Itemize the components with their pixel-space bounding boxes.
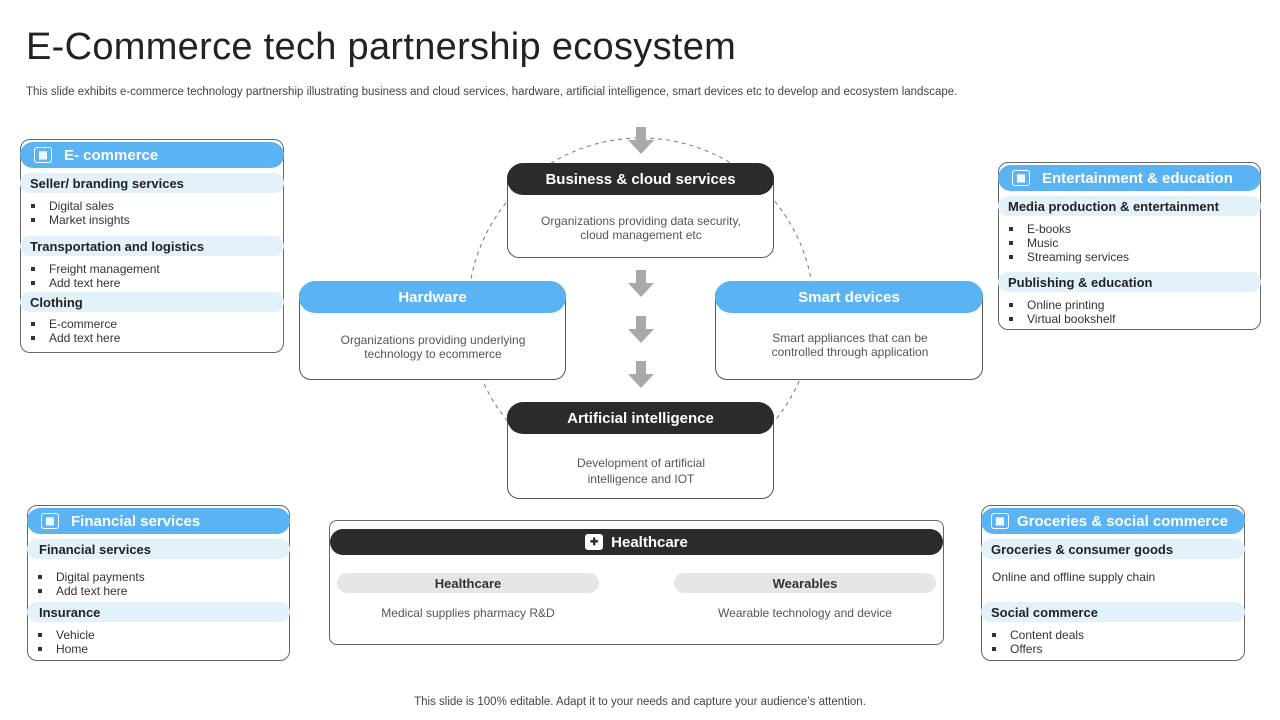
healthcare-column-text: Medical supplies pharmacy R&D: [381, 606, 555, 620]
chart-icon: ▦: [991, 513, 1009, 529]
list-item: Vehicle: [38, 628, 95, 642]
entertainment-header: ▦ Entertainment & education: [998, 165, 1261, 191]
healthcare-card: ✚ Healthcare Healthcare Medical supplies…: [329, 520, 944, 645]
healthcare-column-heading: Wearables: [674, 573, 936, 593]
smart-pill: Smart devices: [715, 281, 983, 313]
ai-desc: Development of artificial intelligence a…: [576, 456, 706, 486]
financial-group-list: Vehicle Home: [38, 628, 95, 656]
groceries-card: ▦ Groceries & social commerce Groceries …: [981, 505, 1245, 661]
financial-header: ▦ Financial services: [27, 508, 290, 534]
business-desc: Organizations providing data security, c…: [541, 214, 741, 242]
business-pill: Business & cloud services: [507, 163, 774, 195]
entertainment-group-list: E-books Music Streaming services: [1009, 222, 1129, 264]
down-arrow-icon: [628, 361, 654, 388]
list-item: Online printing: [1009, 298, 1116, 312]
healthcare-column-heading: Healthcare: [337, 573, 599, 593]
health-icon: ✚: [585, 534, 604, 550]
healthcare-column-text: Wearable technology and device: [718, 606, 892, 620]
ecommerce-group-list: Digital sales Market insights: [31, 199, 130, 227]
list-item: Offers: [992, 642, 1084, 656]
ecommerce-title: E- commerce: [64, 146, 159, 164]
entertainment-card: ▦ Entertainment & education Media produc…: [998, 162, 1261, 330]
list-item: Digital sales: [31, 199, 130, 213]
list-item: Digital payments: [38, 570, 145, 584]
footer-note: This slide is 100% editable. Adapt it to…: [414, 696, 866, 708]
down-arrow-icon: [628, 127, 654, 154]
ecommerce-group-heading: Seller/ branding services: [20, 173, 284, 193]
ecommerce-header: ▦ E- commerce: [20, 142, 284, 168]
list-item: Content deals: [992, 628, 1084, 642]
list-item: Freight management: [31, 262, 160, 276]
hardware-pill: Hardware: [299, 281, 566, 313]
down-arrow-icon: [628, 316, 654, 343]
financial-group-heading: Insurance: [27, 602, 290, 622]
financial-group-list: Digital payments Add text here: [38, 570, 145, 598]
ai-pill: Artificial intelligence: [507, 402, 774, 434]
cart-icon: ▦: [34, 147, 52, 163]
list-item: Home: [38, 642, 95, 656]
ecommerce-group-list: E-commerce Add text here: [31, 317, 120, 345]
list-item: Virtual bookshelf: [1009, 312, 1116, 326]
groceries-group-heading: Groceries & consumer goods: [981, 539, 1245, 559]
page-title: E-Commerce tech partnership ecosystem: [26, 26, 737, 68]
list-item: E-books: [1009, 222, 1129, 236]
entertainment-group-list: Online printing Virtual bookshelf: [1009, 298, 1116, 326]
groceries-header: ▦ Groceries & social commerce: [981, 508, 1245, 534]
entertainment-group-heading: Media production & entertainment: [998, 196, 1261, 216]
entertainment-title: Entertainment & education: [1042, 169, 1233, 187]
ecommerce-group-heading: Clothing: [20, 292, 284, 312]
entertainment-group-heading: Publishing & education: [998, 272, 1261, 292]
page-subtitle: This slide exhibits e-commerce technolog…: [26, 86, 958, 98]
financial-group-heading: Financial services: [27, 539, 290, 559]
smart-desc: Smart appliances that can be controlled …: [771, 331, 929, 359]
ecommerce-group-list: Freight management Add text here: [31, 262, 160, 290]
list-item: Streaming services: [1009, 250, 1129, 264]
healthcare-header: ✚ Healthcare: [330, 529, 943, 555]
list-item: Music: [1009, 236, 1129, 250]
list-item: Market insights: [31, 213, 130, 227]
healthcare-title: Healthcare: [611, 533, 688, 551]
ecommerce-group-heading: Transportation and logistics: [20, 236, 284, 256]
list-item: Add text here: [31, 276, 160, 290]
financial-title: Financial services: [71, 512, 201, 530]
hardware-desc: Organizations providing underlying techn…: [340, 333, 526, 361]
list-item: Add text here: [31, 331, 120, 345]
calendar-icon: ▦: [41, 513, 59, 529]
list-item: E-commerce: [31, 317, 120, 331]
groceries-group-list: Content deals Offers: [992, 628, 1084, 656]
down-arrow-icon: [628, 270, 654, 297]
groceries-group-text: Online and offline supply chain: [992, 570, 1156, 584]
groceries-group-heading: Social commerce: [981, 602, 1245, 622]
ecommerce-card: ▦ E- commerce Seller/ branding services …: [20, 139, 284, 353]
media-icon: ▦: [1012, 170, 1030, 186]
groceries-title: Groceries & social commerce: [1017, 512, 1228, 530]
list-item: Add text here: [38, 584, 145, 598]
financial-card: ▦ Financial services Financial services …: [27, 505, 290, 661]
